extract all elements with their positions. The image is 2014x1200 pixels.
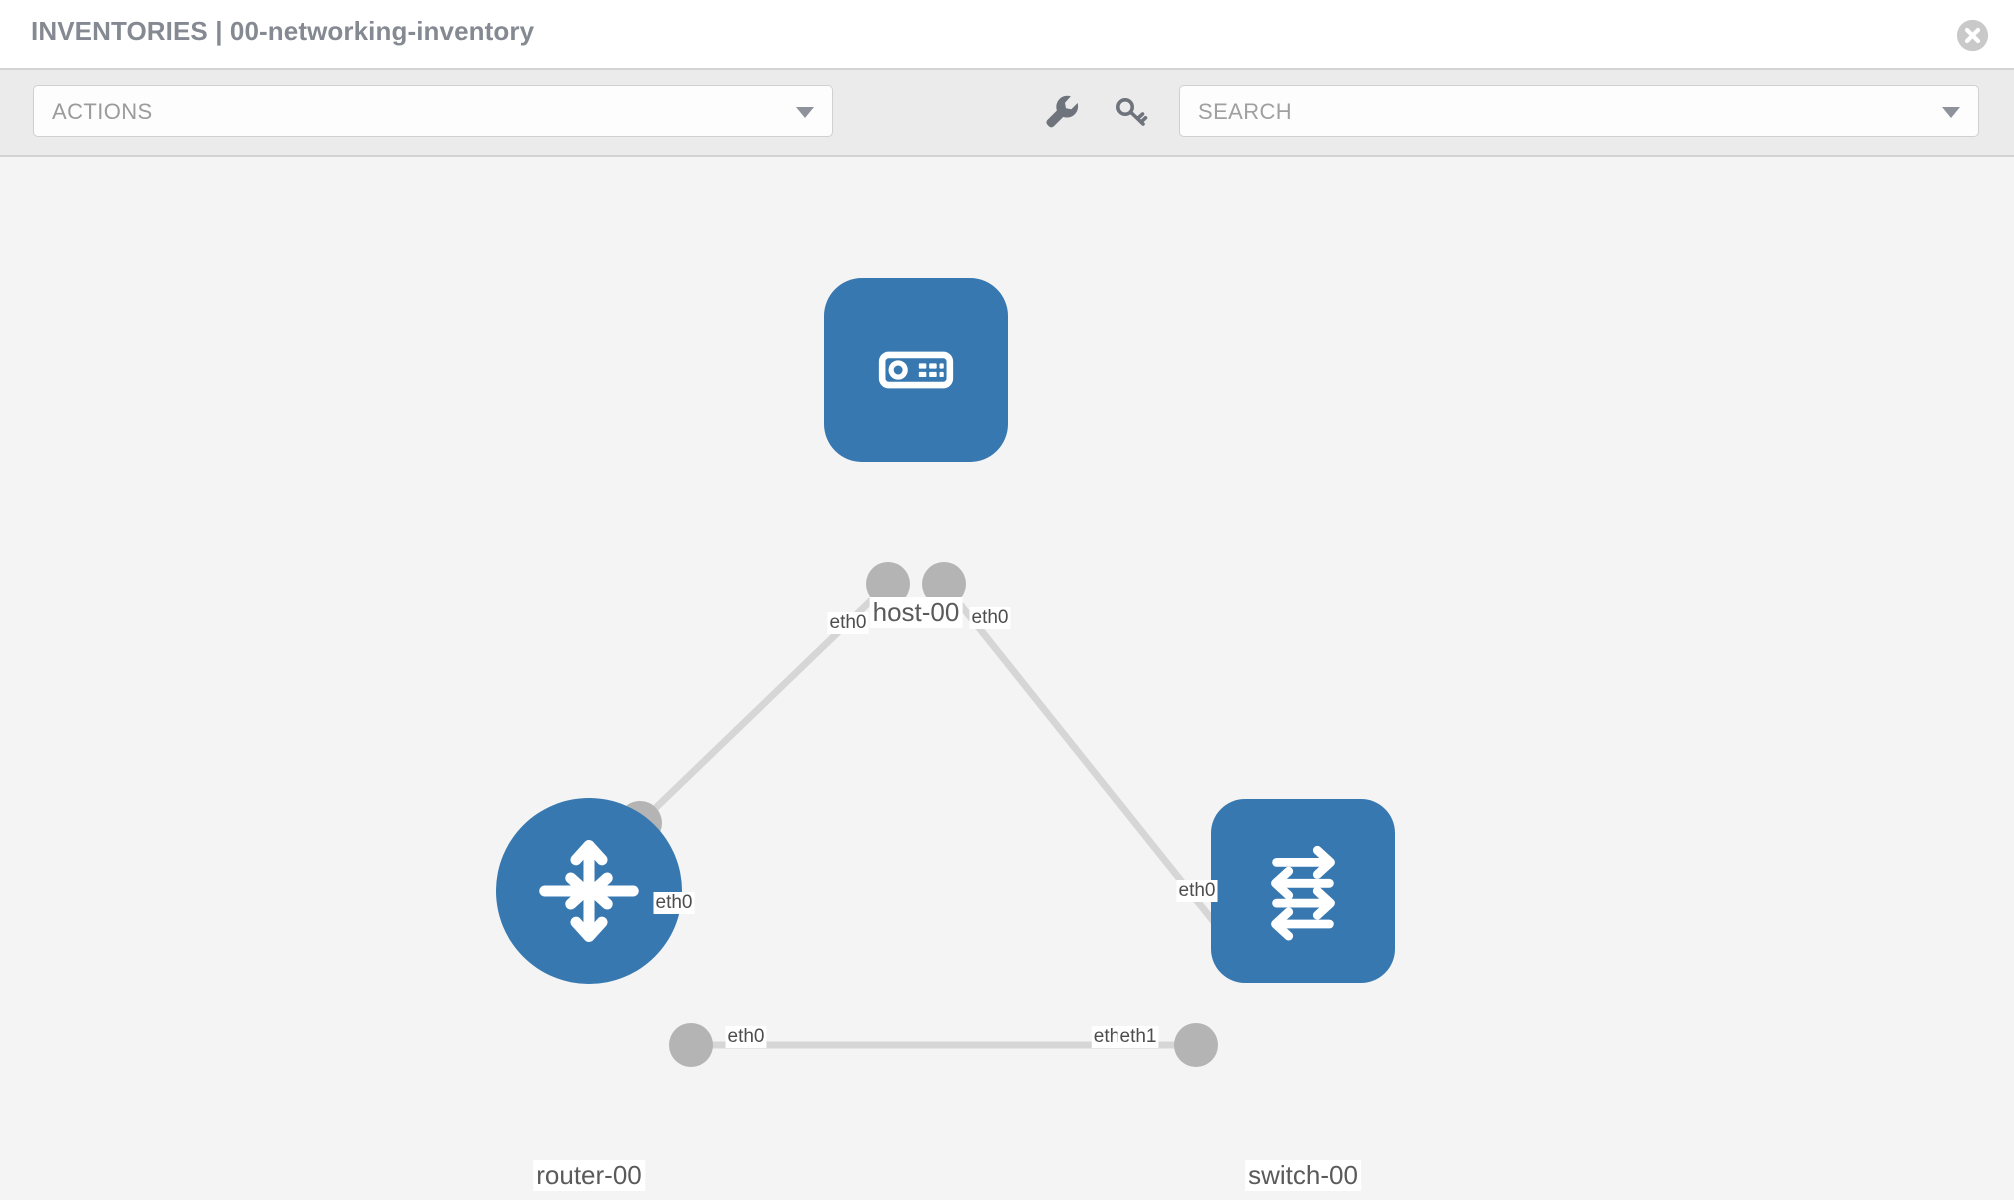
key-icon[interactable]: [1110, 90, 1152, 132]
actions-dropdown[interactable]: ACTIONS: [33, 85, 833, 137]
endpoint-router-eth0-right[interactable]: [669, 1023, 713, 1067]
node-label-router-00[interactable]: router-00: [533, 1160, 645, 1191]
search-placeholder: SEARCH: [1198, 99, 1293, 124]
app-header: INVENTORIES | 00-networking-inventory: [0, 0, 2014, 68]
node-label-host-00[interactable]: host-00: [869, 597, 963, 628]
iface-label-router-eth0-right[interactable]: eth0: [725, 1026, 767, 1048]
chevron-down-icon[interactable]: [1942, 107, 1960, 118]
actions-dropdown-label: ACTIONS: [52, 99, 153, 124]
topology-links: [637, 581, 1237, 1049]
close-icon[interactable]: [1957, 20, 1988, 51]
wrench-icon[interactable]: [1041, 90, 1083, 132]
topology-graph: [496, 278, 1395, 1067]
iface-label-host-eth0-right[interactable]: eth0: [969, 607, 1011, 629]
node-switch-00[interactable]: [1211, 799, 1395, 983]
topology-canvas[interactable]: host-00 router-00 switch-00 eth0 eth0 et…: [0, 157, 2014, 1200]
iface-label-router-eth0-up[interactable]: eth0: [653, 892, 695, 914]
iface-label-host-eth0-left[interactable]: eth0: [827, 612, 869, 634]
node-host-00[interactable]: [824, 278, 1008, 462]
search-input[interactable]: SEARCH: [1179, 85, 1979, 137]
endpoint-host-eth0-right[interactable]: [922, 562, 966, 606]
iface-label-switch-eth1-left[interactable]: eth1: [1117, 1026, 1159, 1048]
iface-label-switch-overlap[interactable]: eth: [1091, 1026, 1123, 1048]
endpoint-switch-eth1-left[interactable]: [1174, 1023, 1218, 1067]
page-title: INVENTORIES | 00-networking-inventory: [31, 16, 535, 46]
node-router-00[interactable]: [496, 798, 682, 984]
chevron-down-icon: [796, 107, 814, 118]
iface-label-switch-eth0-up[interactable]: eth0: [1176, 880, 1218, 902]
endpoint-host-eth0-left[interactable]: [866, 562, 910, 606]
topology-endpoints: [618, 562, 1256, 1067]
toolbar: ACTIONS SEARCH: [0, 68, 2014, 157]
node-label-switch-00[interactable]: switch-00: [1245, 1160, 1361, 1191]
